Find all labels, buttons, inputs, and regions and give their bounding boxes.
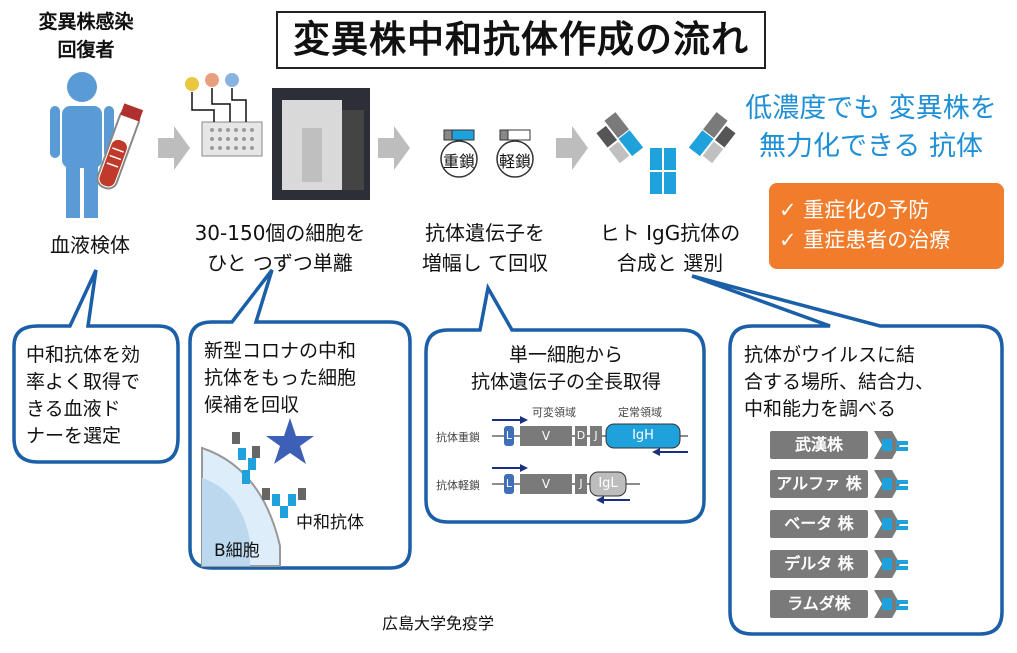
strain-delta: デルタ 株 [770, 550, 868, 578]
gene-segment-J: J [579, 477, 583, 490]
light-chain-tube-icon [496, 129, 534, 178]
igg-antibody-icon [596, 112, 736, 194]
gene-segment-V: V [541, 429, 551, 443]
heavy-chain-row-label: 抗体重鎖 [436, 431, 480, 444]
b-cell-illustration [201, 418, 314, 567]
bubble-3-shape [424, 283, 706, 524]
benefit-item: ✓ 重症化の予防 [779, 198, 930, 222]
gene-segment-L: L [505, 477, 513, 490]
strain-alpha: アルファ 株 [770, 470, 868, 498]
step-2-caption: 30-150個の細胞を ひと つずつ単離 [194, 221, 366, 275]
step-4-caption: ヒト IgG抗体の 合成と 選別 [599, 221, 741, 275]
step-3-caption: 抗体遺伝子を 増幅し て回収 [421, 221, 549, 275]
gene-segment-J: J [594, 429, 598, 442]
key-message: 低濃度でも 変異株を 無力化できる 抗体 [745, 93, 997, 162]
page-title: 変異株中和抗体作成の流れ [276, 11, 766, 69]
flow-arrow-1 [158, 126, 190, 170]
benefits-box: ✓ 重症化の予防 ✓ 重症患者の治療 [769, 183, 1004, 269]
bubble-2-text: 新型コロナの中和 抗体をもった細胞 候補を回収 [204, 340, 357, 416]
strain-beta: ベータ 株 [770, 510, 868, 538]
b-cell-label: B細胞 [214, 541, 260, 561]
benefit-item: ✓ 重症患者の治療 [779, 228, 951, 252]
strain-lambda: ラムダ株 [770, 590, 868, 618]
bound-antibody-icon [232, 432, 306, 518]
gene-diagram [492, 416, 688, 504]
person-icon [50, 72, 114, 218]
bubble-4-text: 抗体がウイルスに結 合する場所、結合力、 中和能力を調べる [744, 344, 935, 420]
bubble-1-text: 中和抗体を効 率よく取得で きる血液ド ナーを選定 [26, 344, 141, 447]
gene-segment-D: D [576, 429, 586, 442]
gene-segment-IgH: IgH [632, 428, 654, 443]
heavy-chain-label: 重鎖 [442, 152, 475, 171]
antibody-label: 中和抗体 [296, 513, 364, 533]
variable-region-label: 可変領域 [532, 406, 576, 419]
blood-tube-icon [96, 103, 144, 190]
flow-arrow-2 [378, 126, 410, 170]
light-chain-label: 軽鎖 [498, 152, 531, 171]
gene-segment-IgL: IgL [598, 476, 618, 491]
gene-segment-L: L [505, 429, 513, 442]
donor-label: 変異株感染 回復者 [38, 11, 134, 61]
step-1-caption: 血液検体 [50, 233, 130, 257]
virus-star-icon [266, 418, 314, 464]
bubble-3-text: 単一細胞から 抗体遺伝子の全長取得 [470, 344, 661, 393]
flow-arrow-3 [556, 126, 588, 170]
strain-antibody-icons [874, 431, 908, 618]
light-chain-row-label: 抗体軽鎖 [436, 479, 480, 492]
heavy-chain-tube-icon [440, 129, 478, 178]
cell-sorter-machine [185, 73, 370, 200]
constant-region-label: 定常領域 [618, 406, 662, 419]
gene-segment-V: V [541, 477, 551, 491]
strain-wuhan: 武漢株 [770, 431, 868, 459]
bubble-1-shape [12, 269, 180, 464]
footer-credit: 広島大学免疫学 [381, 614, 494, 633]
